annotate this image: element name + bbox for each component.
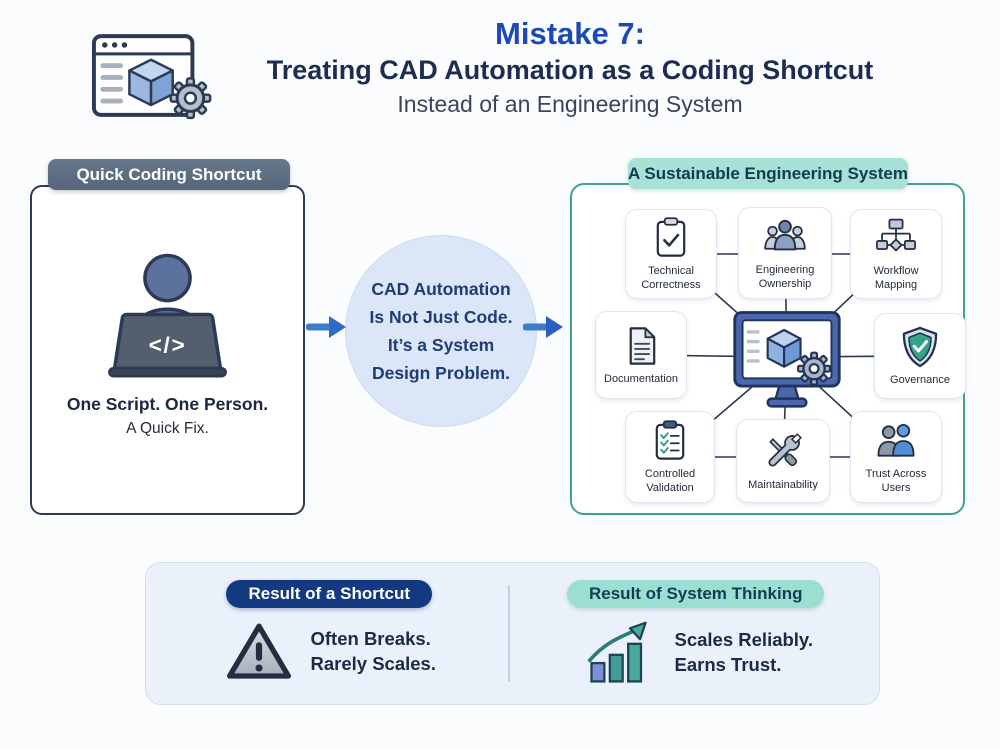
shield-check-icon	[902, 326, 938, 367]
node-label: Documentation	[604, 372, 678, 385]
shortcut-caption: A Quick Fix.	[126, 420, 209, 437]
node-governance: Governance	[874, 313, 966, 399]
node-label: Engineering Ownership	[755, 263, 815, 290]
clipboard-check-icon	[656, 217, 686, 257]
result-line: Often Breaks.	[310, 628, 431, 650]
engineering-system-panel: Technical Correctness Engineering Owners…	[570, 183, 966, 515]
bubble-line-4: Design Problem.	[371, 363, 511, 383]
result-line: Rarely Scales.	[310, 653, 436, 674]
bubble-line-3: It’s a System	[387, 335, 495, 355]
quick-shortcut-panel: </> One Script. One Person. A Quick Fix.	[30, 185, 305, 515]
document-icon	[629, 326, 656, 365]
page-subtitle: Treating CAD Automation as a Coding Shor…	[266, 54, 874, 85]
node-engineering-ownership: Engineering Ownership	[738, 207, 832, 299]
arrow-right-icon	[523, 316, 563, 338]
left-panel-badge: Quick Coding Shortcut	[48, 159, 290, 190]
results-divider	[508, 585, 511, 682]
growth-chart-icon	[587, 621, 647, 683]
node-label: Workflow Mapping	[873, 264, 919, 291]
arrow-right-icon	[306, 316, 346, 338]
node-label: Maintainability	[748, 478, 818, 491]
result-system-row: Scales Reliably. Earns Trust.	[579, 620, 814, 686]
node-controlled-validation: Controlled Validation	[625, 411, 715, 503]
result-system-badge: Result of System Thinking	[567, 580, 825, 608]
flowchart-icon	[876, 218, 916, 252]
tools-icon	[768, 432, 802, 467]
result-shortcut-row: Often Breaks. Rarely Scales.	[223, 620, 436, 684]
node-workflow-mapping: Workflow Mapping	[850, 209, 942, 299]
node-technical-correctness: Technical Correctness	[625, 209, 717, 299]
bubble-line-1: CAD Automation	[371, 279, 511, 299]
result-shortcut: Result of a Shortcut Often Breaks. Rarel…	[146, 563, 513, 704]
result-line: Scales Reliably.	[674, 629, 814, 651]
node-label: Technical Correctness	[641, 264, 701, 291]
result-line: Earns Trust.	[674, 654, 782, 675]
result-system: Result of System Thinking Scales Reliabl…	[513, 563, 880, 704]
results-panel: Result of a Shortcut Often Breaks. Rarel…	[145, 562, 880, 705]
users-icon	[877, 423, 915, 457]
cad-monitor-icon	[733, 311, 841, 408]
bubble-line-2: Is Not Just Code.	[369, 307, 513, 327]
result-shortcut-text: Often Breaks. Rarely Scales.	[311, 627, 436, 677]
warning-triangle-icon	[226, 623, 291, 679]
person-laptop-icon: </>	[108, 253, 227, 378]
center-message: CAD Automation Is Not Just Code. It’s a …	[370, 275, 513, 387]
center-message-bubble: CAD Automation Is Not Just Code. It’s a …	[345, 235, 537, 427]
node-documentation: Documentation	[595, 311, 687, 399]
header: Mistake 7: Treating CAD Automation as a …	[230, 16, 910, 119]
right-panel-badge: A Sustainable Engineering System	[628, 158, 908, 189]
node-label: Governance	[890, 373, 950, 386]
result-system-text: Scales Reliably. Earns Trust.	[675, 628, 814, 678]
browser-cube-gear-icon	[91, 34, 212, 120]
team-icon	[764, 219, 806, 251]
result-shortcut-badge: Result of a Shortcut	[226, 580, 432, 608]
page-title: Mistake 7:	[495, 16, 645, 51]
page-tagline: Instead of an Engineering System	[397, 91, 743, 118]
node-maintainability: Maintainability	[736, 419, 830, 503]
code-glyph: </>	[149, 333, 187, 358]
checklist-icon	[655, 420, 685, 460]
shortcut-caption-bold: One Script. One Person.	[66, 394, 269, 414]
node-label: Controlled Validation	[644, 467, 696, 494]
node-label: Trust Across Users	[865, 467, 927, 494]
node-trust-across-users: Trust Across Users	[850, 411, 942, 503]
